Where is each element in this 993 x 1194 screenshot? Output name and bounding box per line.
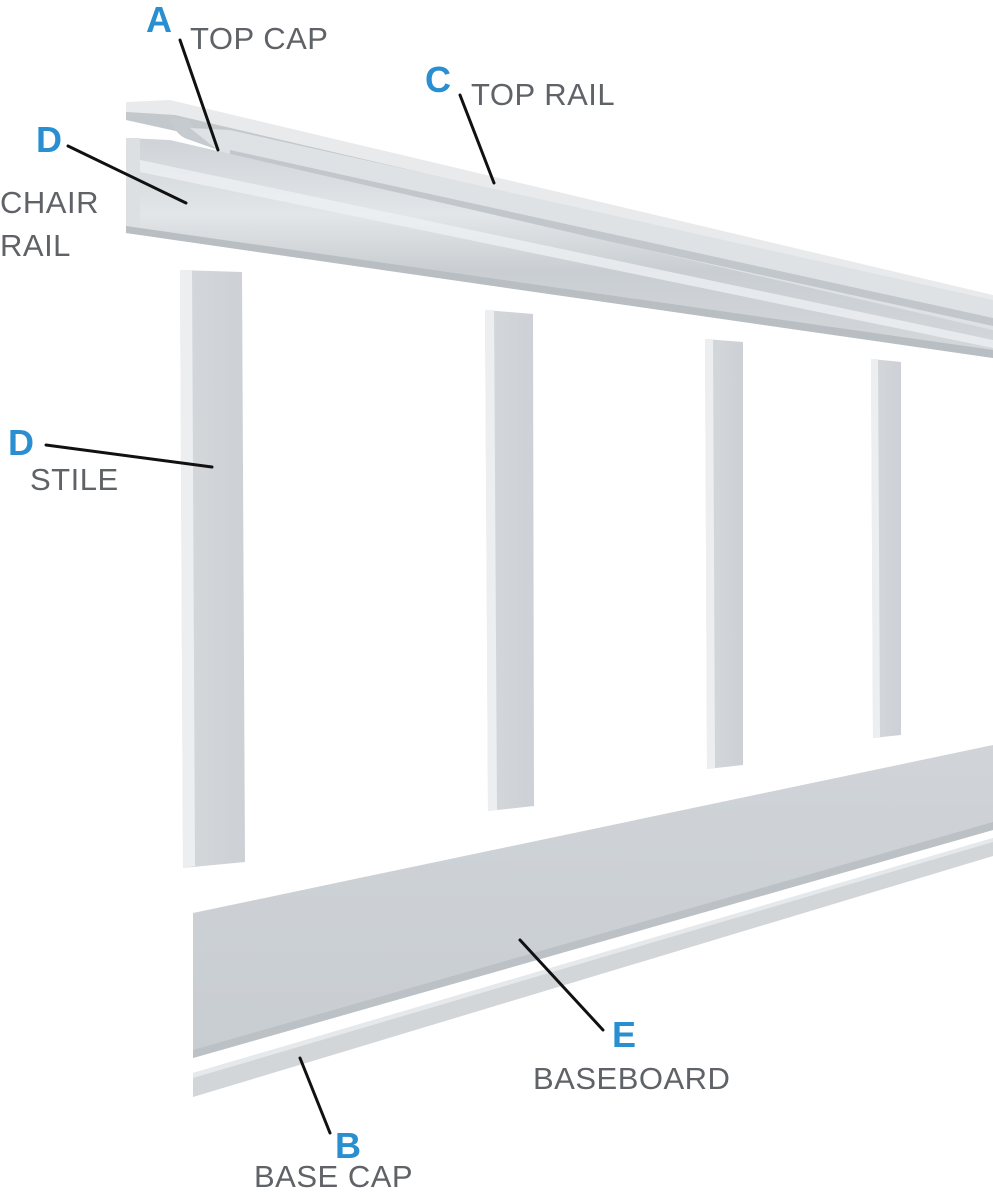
stile-3 [705, 339, 743, 769]
baseboard-label: BASEBOARD [533, 1061, 731, 1096]
leader-stile [44, 443, 214, 469]
stile-label: STILE [30, 462, 119, 497]
chair-rail-part [126, 138, 993, 358]
leader-base-cap [298, 1056, 332, 1135]
base-cap-part [193, 838, 993, 1097]
chair-rail-label-line1: CHAIR [0, 185, 99, 220]
leader-chair-rail [66, 144, 188, 205]
top-rail-part [190, 128, 993, 330]
top-cap-letter: A [146, 0, 172, 40]
top-rail-label: TOP RAIL [471, 77, 616, 112]
top-cap-label: TOP CAP [190, 21, 329, 56]
top-rail-letter: C [425, 59, 451, 100]
base-cap-letter: B [335, 1125, 361, 1166]
chair-rail-letter: D [36, 119, 62, 160]
baseboard-part [193, 745, 993, 1058]
leader-top-cap [178, 38, 220, 152]
stile-4 [871, 359, 901, 738]
chair-rail-label-line2: RAIL [0, 228, 71, 263]
stile-1 [180, 270, 245, 868]
baseboard-letter: E [612, 1014, 637, 1055]
base-cap-label: BASE CAP [254, 1159, 414, 1194]
leader-lines [44, 38, 605, 1135]
leader-baseboard [518, 938, 605, 1032]
stile-letter: D [8, 422, 34, 463]
stile-2 [485, 310, 534, 811]
leader-top-rail [458, 93, 496, 185]
